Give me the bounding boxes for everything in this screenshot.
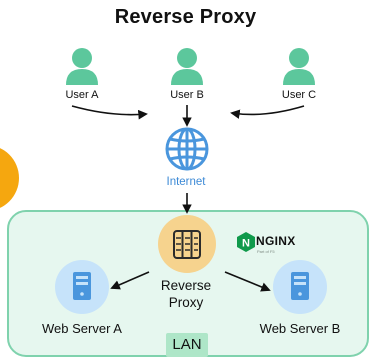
user-c-label: User C bbox=[281, 89, 317, 101]
user-a-icon bbox=[66, 48, 98, 85]
reverse-proxy-label: Reverse Proxy bbox=[146, 277, 226, 311]
web-server-b-label: Web Server B bbox=[259, 321, 341, 336]
orange-accent-shape bbox=[0, 148, 19, 208]
web-server-a-icon bbox=[73, 272, 91, 300]
diagram-title: Reverse Proxy bbox=[114, 6, 257, 28]
server-rack-icon bbox=[173, 230, 201, 259]
nginx-name: NGINX bbox=[256, 234, 296, 248]
web-server-b-icon bbox=[291, 272, 309, 300]
web-server-a-label: Web Server A bbox=[42, 321, 122, 336]
user-b-label: User B bbox=[170, 89, 204, 101]
internet-label: Internet bbox=[166, 176, 206, 188]
user-b-icon bbox=[171, 48, 203, 85]
globe-icon bbox=[165, 127, 209, 171]
lan-label: LAN bbox=[172, 336, 202, 353]
lan-label-box bbox=[166, 333, 208, 357]
arrow-user-c-to-internet bbox=[230, 105, 305, 119]
reverse-proxy-label-line1: Reverse bbox=[160, 278, 212, 293]
nginx-tagline: Part of F5 bbox=[257, 249, 275, 254]
user-c-icon bbox=[283, 48, 315, 85]
nginx-logo-icon: N bbox=[237, 232, 255, 252]
arrow-proxy-to-server-b bbox=[224, 271, 271, 292]
nginx-logo-letter: N bbox=[242, 238, 250, 250]
reverse-proxy-label-line2: Proxy bbox=[168, 295, 204, 310]
user-a-label: User A bbox=[65, 89, 99, 101]
arrow-user-a-to-internet bbox=[71, 105, 148, 120]
arrow-proxy-to-server-a bbox=[110, 271, 150, 290]
